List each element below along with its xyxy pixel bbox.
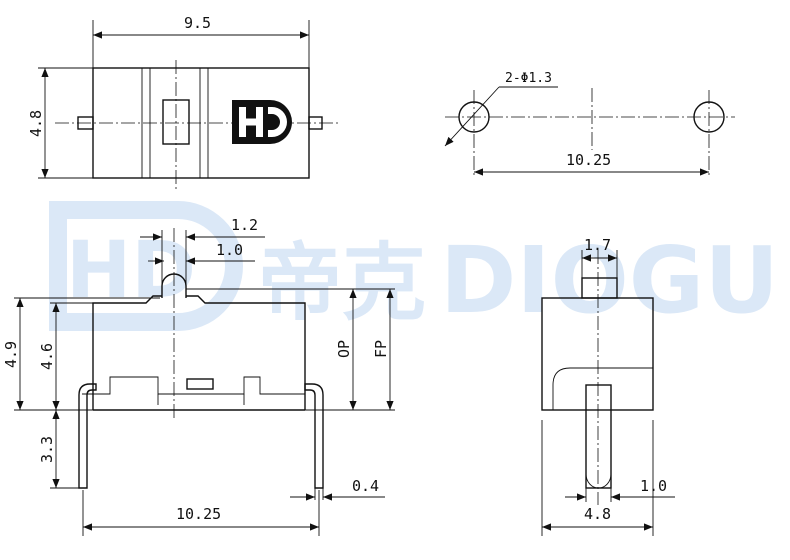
dim-total-height: 4.9 (2, 341, 20, 368)
dim-top-width: 9.5 (184, 14, 211, 32)
left-mounting-hole (458, 101, 490, 133)
right-mounting-hole (693, 101, 725, 133)
dim-hole-spec: 2-Φ1.3 (505, 71, 552, 86)
dim-pin-length: 3.3 (38, 436, 56, 463)
front-view-window (186, 378, 214, 390)
hole-pattern-view: 2-Φ1.3 10.25 (444, 71, 735, 178)
dim-pin-spacing: 10.25 (176, 505, 221, 523)
side-view-body (541, 297, 654, 411)
dim-actuator-width: 1.2 (231, 216, 258, 234)
dim-body-height: 4.6 (38, 343, 56, 370)
side-view-pin (585, 384, 612, 489)
front-view: 1.2 1.0 4.9 4.6 3.3 OP FP 0.4 (2, 216, 395, 536)
dim-side-actuator-width: 1.7 (584, 236, 611, 254)
watermark-chinese: 帝克 (258, 234, 426, 332)
dim-side-width: 4.8 (584, 505, 611, 523)
dim-fp-label: FP (372, 340, 390, 358)
side-view: 1.7 1.0 4.8 (541, 236, 675, 536)
watermark-badge-shape (49, 201, 243, 331)
front-view-body (92, 295, 306, 410)
dim-op-label: OP (335, 340, 353, 358)
watermark-latin: DIOGU (440, 227, 779, 334)
front-view-left-pin (78, 383, 97, 489)
dim-hole-spacing: 10.25 (566, 151, 611, 169)
front-view-right-pin (304, 383, 324, 489)
dim-side-pin-width: 1.0 (640, 477, 667, 495)
dim-pin-thickness: 0.4 (352, 477, 379, 495)
top-view: HD 9.5 4.8 (27, 14, 340, 190)
dim-top-height: 4.8 (27, 110, 45, 137)
brand-logo: HD (232, 100, 292, 144)
dim-actuator-inner: 1.0 (216, 241, 243, 259)
watermark: HD 帝克 DIOGU (49, 201, 779, 334)
